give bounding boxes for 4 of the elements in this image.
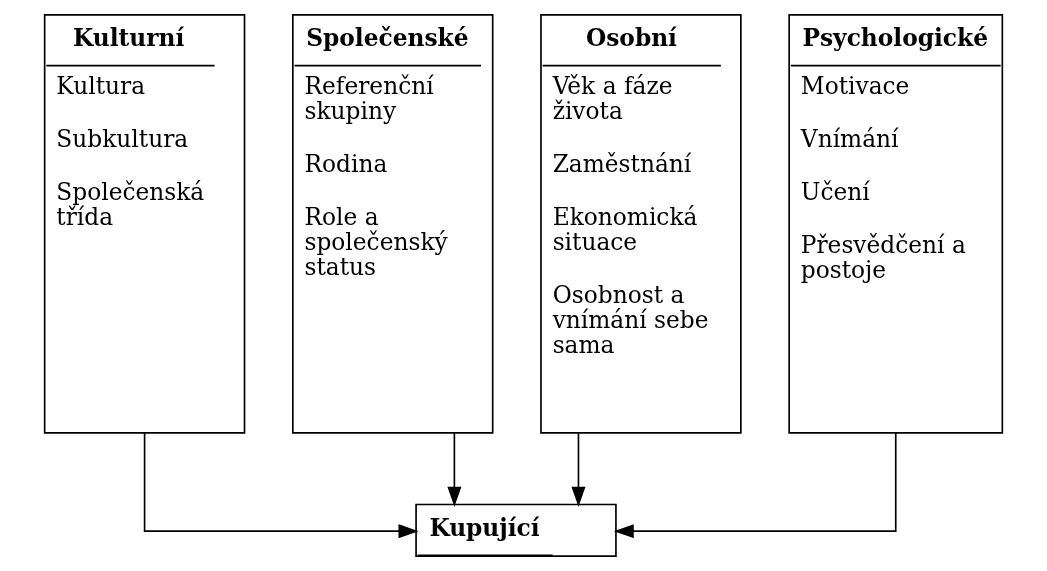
arrow — [143, 432, 419, 539]
arrow — [447, 432, 462, 507]
arrow — [571, 432, 586, 507]
arrow — [613, 432, 897, 539]
